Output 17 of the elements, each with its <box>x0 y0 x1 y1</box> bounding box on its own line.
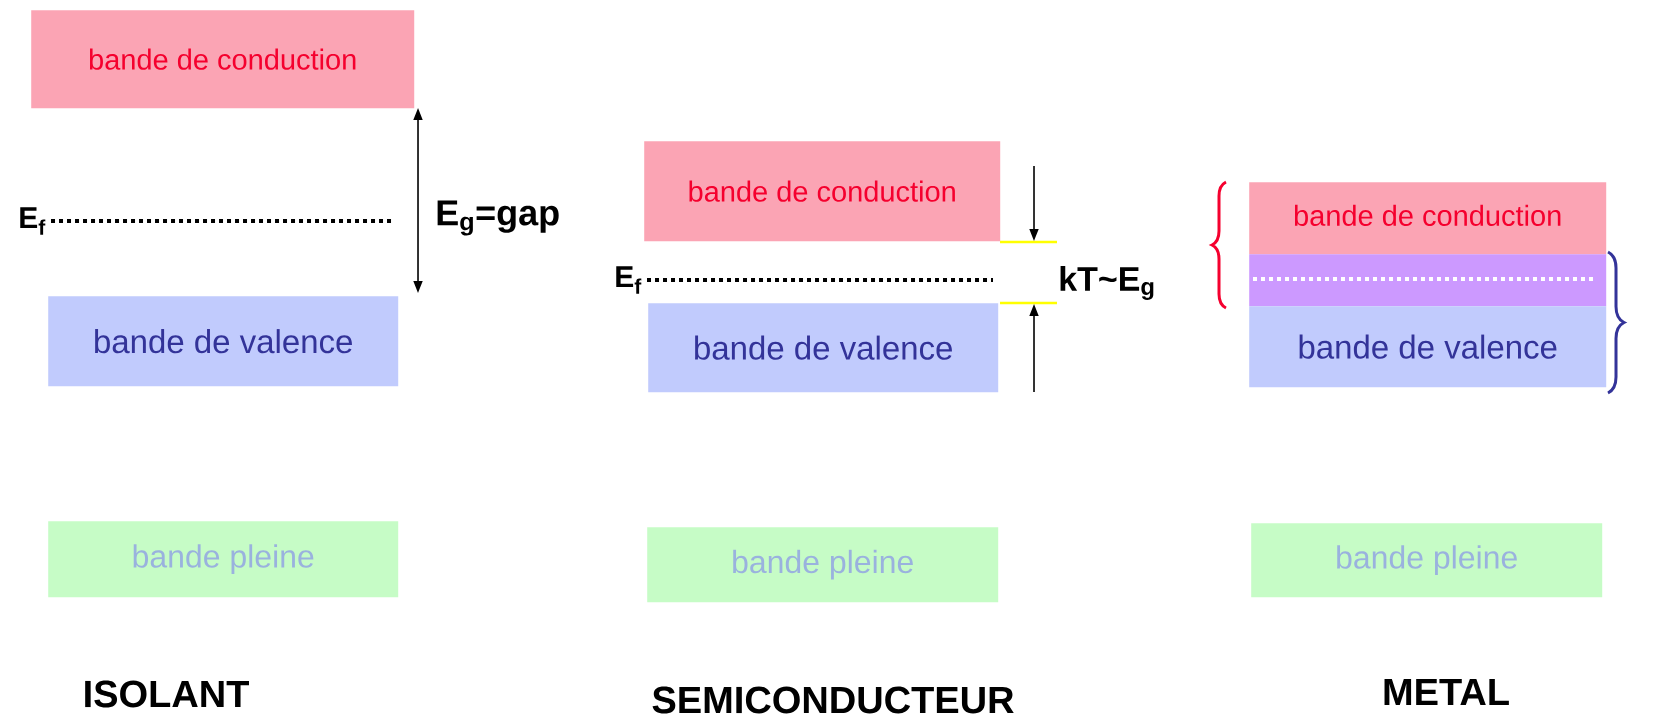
column-title: ISOLANT <box>85 680 249 708</box>
gap-label: kT~E$_{g}$ <box>1060 266 1154 300</box>
valence-band-box: bande de valence <box>1249 306 1607 388</box>
fermi-level-label: E$_{f}$ <box>616 266 642 294</box>
column-title: SEMICONDUCTEUR <box>652 686 1014 714</box>
full-band-box: bande pleine <box>1251 523 1603 598</box>
fermi-level-label: E$_{f}$ <box>20 207 46 235</box>
gap-label: E$_{g}$=gap <box>437 200 559 236</box>
conduction-band-box: bande de conduction <box>644 141 1001 242</box>
conduction-band-box: bande de conduction <box>1249 182 1607 255</box>
conduction-band-box: bande de conduction <box>31 10 415 109</box>
full-band-box: bande pleine <box>48 521 399 598</box>
overlap-band-box <box>1249 254 1607 307</box>
valence-band-box: bande de valence <box>48 296 399 387</box>
full-band-box: bande pleine <box>647 527 999 603</box>
column-title: METAL <box>1384 678 1509 706</box>
valence-band-box: bande de valence <box>648 303 999 393</box>
